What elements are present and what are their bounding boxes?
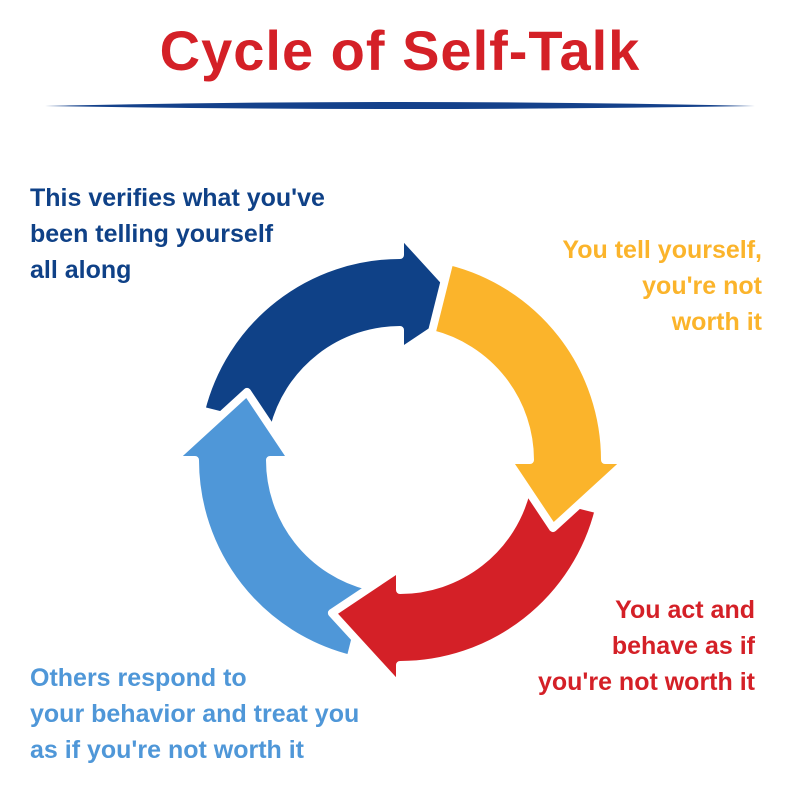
step-label-line: You act and <box>615 596 755 624</box>
step-label-line: been telling yourself <box>30 220 274 248</box>
step-label-line: your behavior and treat you <box>30 700 360 728</box>
step-label-verifies: This verifies what you've been telling y… <box>30 180 325 288</box>
step-label-tell-yourself: You tell yourself, you're not worth it <box>562 232 762 340</box>
title-underline-swoosh <box>45 102 755 109</box>
cycle-arrow-red <box>327 487 603 692</box>
step-label-line: you're not <box>642 272 762 300</box>
page-title: Cycle of Self-Talk <box>159 19 641 82</box>
step-label-line: behave as if <box>611 632 755 660</box>
title-underline <box>45 102 755 109</box>
step-label-line: all along <box>30 256 132 284</box>
cycle-arrow-dark-blue <box>197 228 473 433</box>
step-label-line: Others respond to <box>30 664 247 692</box>
step-label-line: This verifies what you've <box>30 184 325 212</box>
cycle-arrows <box>168 228 632 692</box>
cycle-arrow-yellow <box>427 257 632 533</box>
step-label-line: You tell yourself, <box>562 236 762 264</box>
step-label-line: worth it <box>671 308 762 336</box>
step-label-line: as if you're not worth it <box>30 736 305 764</box>
step-label-line: you're not worth it <box>537 668 755 696</box>
cycle-arrow-light-blue <box>168 387 373 663</box>
step-label-act-behave: You act and behave as if you're not wort… <box>538 592 755 700</box>
step-label-others-respond: Others respond to your behavior and trea… <box>30 660 359 768</box>
